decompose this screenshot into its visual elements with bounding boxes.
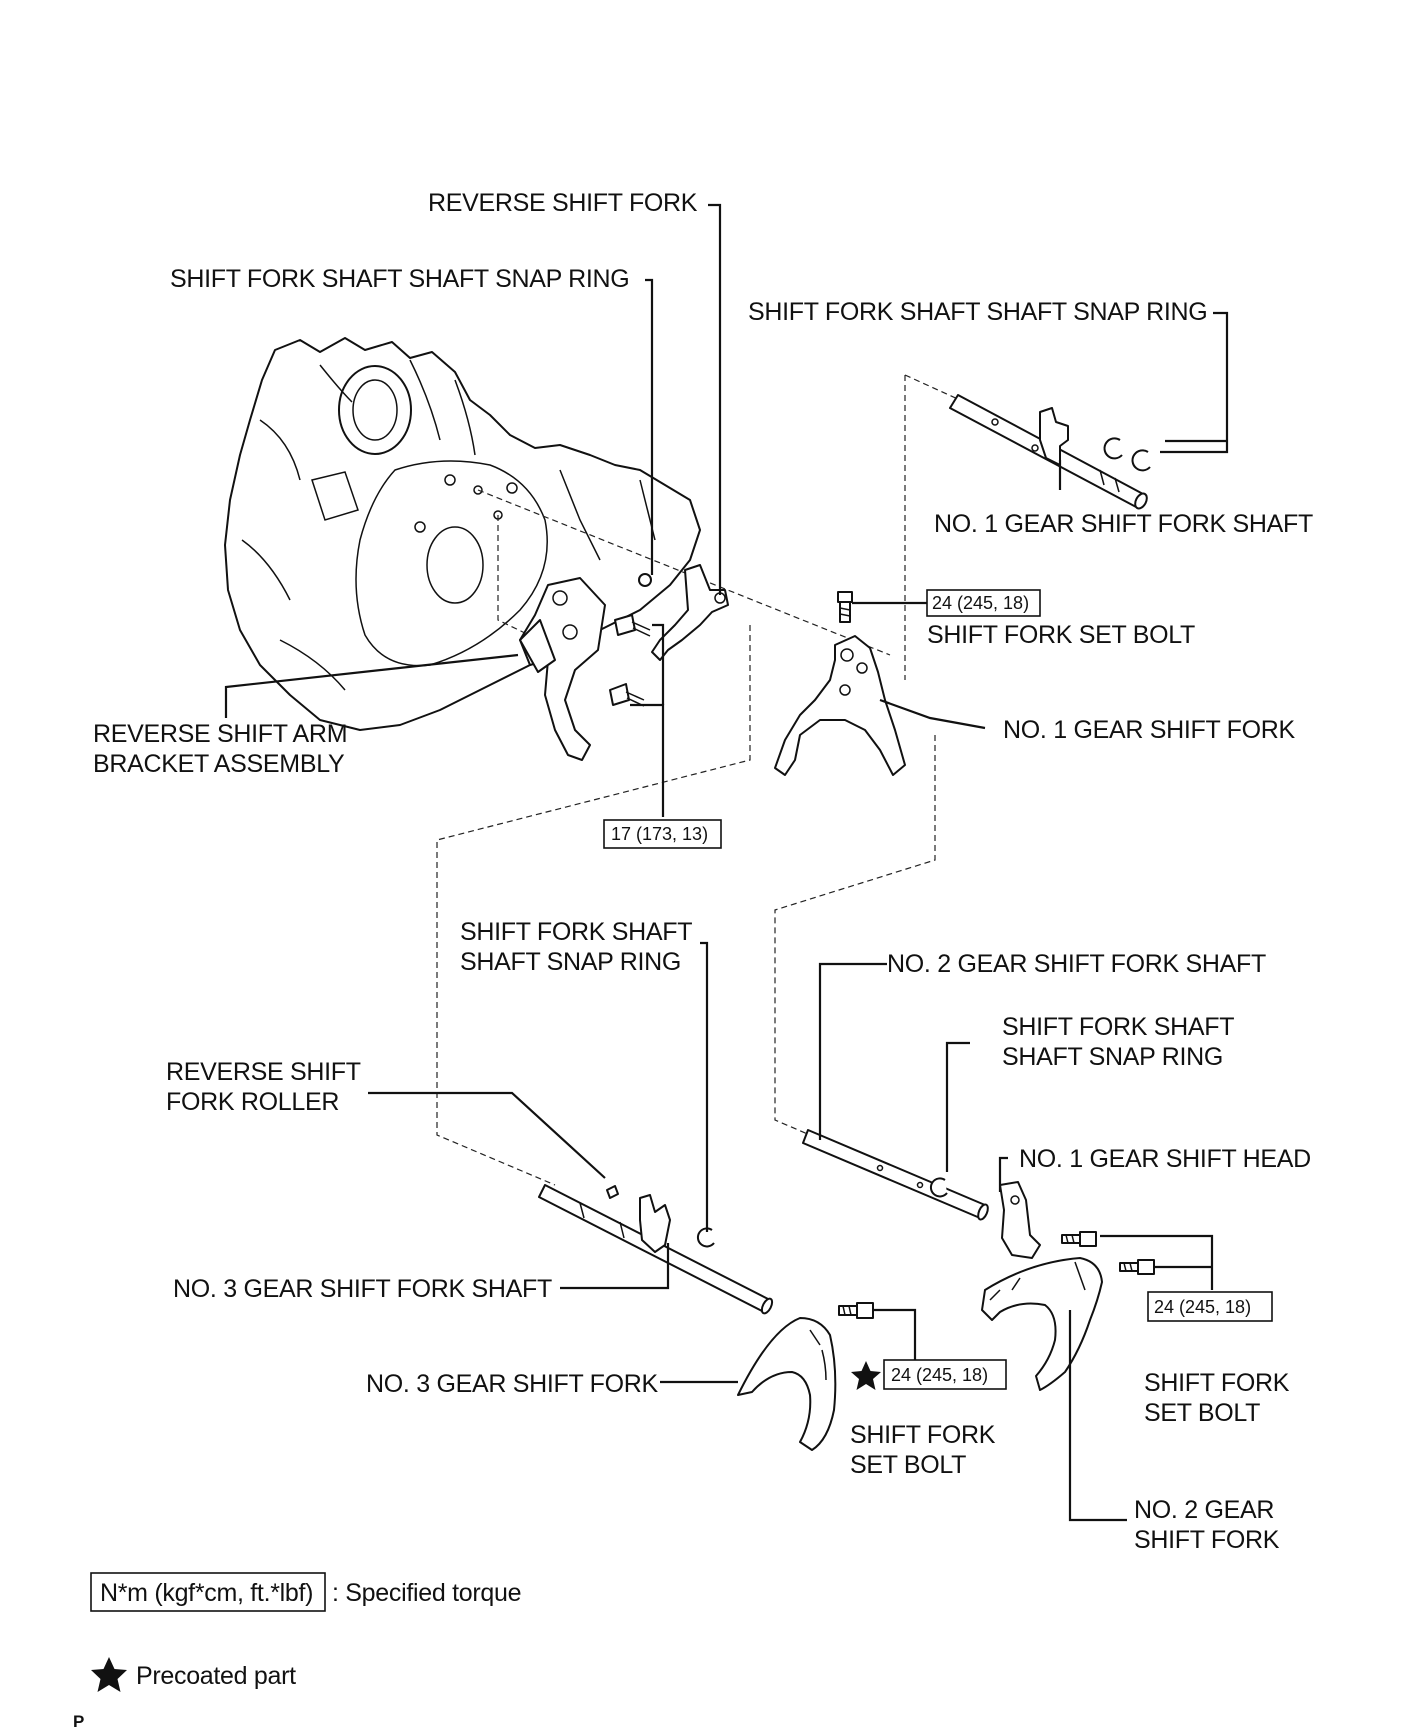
torque-value-middle: 24 (245, 18) xyxy=(891,1365,988,1385)
label-snap-ring-top-left: SHIFT FORK SHAFT SHAFT SNAP RING xyxy=(170,265,629,293)
legend-torque-box: N*m (kgf*cm, ft.*lbf) xyxy=(100,1579,313,1607)
set-bolts-right xyxy=(1061,1231,1155,1275)
torque-spec-bracket: 17 (173, 13) xyxy=(603,819,722,849)
legend-torque-text: : Specified torque xyxy=(332,1579,521,1607)
label-no2-fork-line2: SHIFT FORK xyxy=(1134,1526,1280,1554)
label-no2-fork-line1: NO. 2 GEAR xyxy=(1134,1496,1274,1524)
transaxle-case xyxy=(224,337,701,731)
legend-star-icon xyxy=(91,1657,127,1692)
label-bracket-line1: REVERSE SHIFT ARM xyxy=(93,720,347,748)
dashed-guide-lines xyxy=(436,374,961,1186)
label-set-bolt-top: SHIFT FORK SET BOLT xyxy=(927,621,1195,649)
torque-value-right: 24 (245, 18) xyxy=(1154,1297,1251,1317)
no1-gear-shift-fork-shaft xyxy=(949,394,1151,510)
shift-fork-set-bolt-top xyxy=(837,591,853,623)
label-no3-fork: NO. 3 GEAR SHIFT FORK xyxy=(366,1370,659,1398)
set-bolt-middle xyxy=(838,1302,874,1319)
torque-value-bracket: 17 (173, 13) xyxy=(611,824,708,844)
torque-spec-middle: 24 (245, 18) xyxy=(883,1359,1007,1390)
label-set-bolt-right-line1: SHIFT FORK xyxy=(1144,1369,1290,1397)
label-snap-ring-right-line2: SHAFT SNAP RING xyxy=(1002,1043,1223,1071)
precoated-star-icon xyxy=(851,1361,881,1390)
reverse-shift-fork xyxy=(638,564,729,661)
label-bracket-line2: BRACKET ASSEMBLY xyxy=(93,750,345,778)
no2-gear-shift-fork xyxy=(981,1257,1103,1391)
label-set-bolt-right-line2: SET BOLT xyxy=(1144,1399,1260,1427)
label-snap-ring-mid-line1: SHIFT FORK SHAFT xyxy=(460,918,692,946)
label-no2-shaft: NO. 2 GEAR SHIFT FORK SHAFT xyxy=(887,950,1266,978)
no1-gear-shift-head xyxy=(999,1181,1041,1259)
label-no3-shaft: NO. 3 GEAR SHIFT FORK SHAFT xyxy=(173,1275,552,1303)
torque-spec-right: 24 (245, 18) xyxy=(1147,1291,1273,1322)
label-set-bolt-mid-line2: SET BOLT xyxy=(850,1451,966,1479)
corner-mark: P xyxy=(73,1712,84,1731)
label-no1-shaft: NO. 1 GEAR SHIFT FORK SHAFT xyxy=(934,510,1313,538)
label-reverse-shift-fork: REVERSE SHIFT FORK xyxy=(428,189,698,217)
label-snap-ring-right-line1: SHIFT FORK SHAFT xyxy=(1002,1013,1234,1041)
no2-gear-shift-fork-shaft xyxy=(802,1129,989,1221)
legend-precoated-text: Precoated part xyxy=(136,1662,296,1690)
no1-gear-shift-fork xyxy=(774,635,906,776)
no3-gear-shift-fork-shaft xyxy=(538,1184,774,1315)
label-no1-fork: NO. 1 GEAR SHIFT FORK xyxy=(1003,716,1296,744)
torque-spec-top: 24 (245, 18) xyxy=(926,589,1041,617)
label-snap-ring-top-right: SHIFT FORK SHAFT SHAFT SNAP RING xyxy=(748,298,1207,326)
label-roller-line1: REVERSE SHIFT xyxy=(166,1058,361,1086)
label-roller-line2: FORK ROLLER xyxy=(166,1088,339,1116)
label-set-bolt-mid-line1: SHIFT FORK xyxy=(850,1421,996,1449)
label-snap-ring-mid-line2: SHAFT SNAP RING xyxy=(460,948,681,976)
label-no1-head: NO. 1 GEAR SHIFT HEAD xyxy=(1019,1145,1311,1173)
leader-lines xyxy=(224,203,1229,1522)
legend: N*m (kgf*cm, ft.*lbf) : Specified torque… xyxy=(90,1572,521,1692)
no3-gear-shift-fork xyxy=(737,1317,837,1451)
torque-value-top: 24 (245, 18) xyxy=(932,593,1029,613)
reverse-shift-arm-bracket xyxy=(519,577,651,761)
